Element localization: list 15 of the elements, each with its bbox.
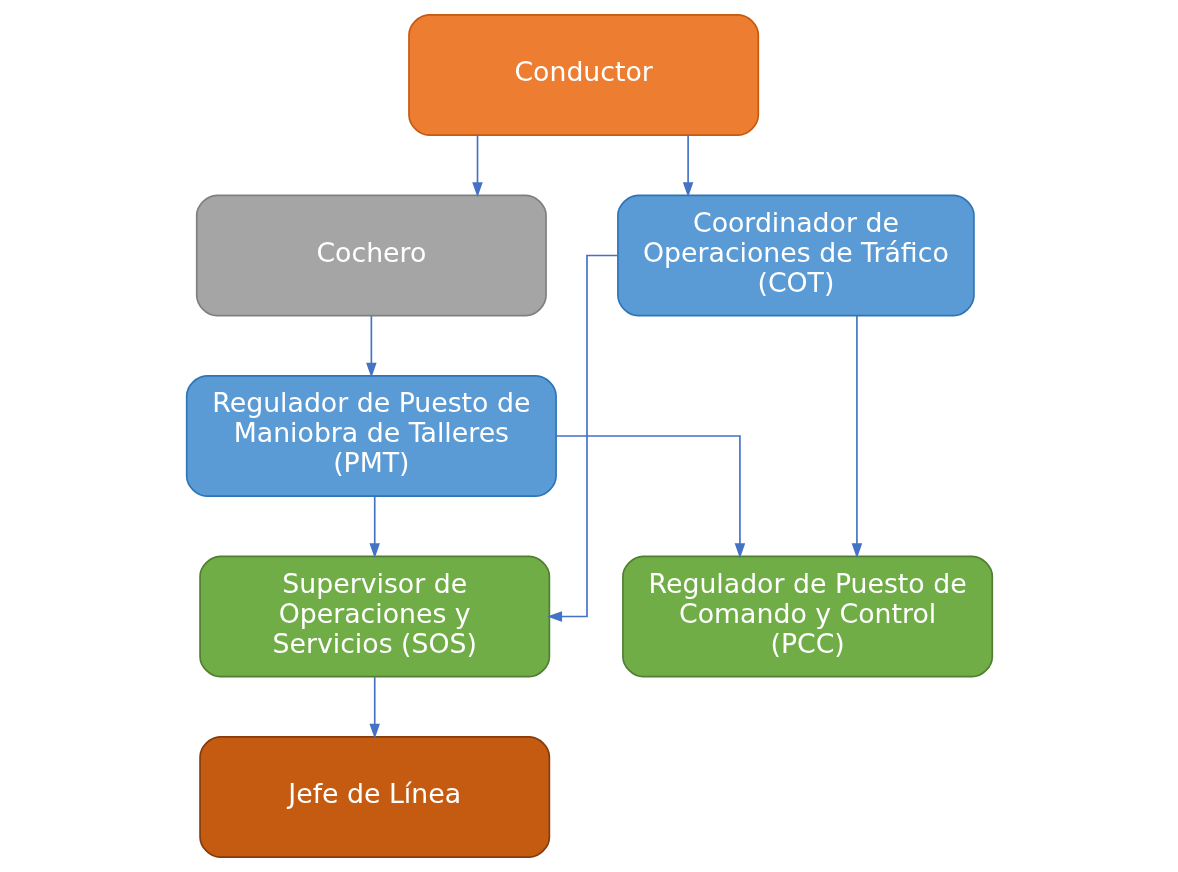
arrow (365, 315, 377, 378)
node-box: Cochero (195, 194, 547, 317)
node-box: Coordinador de Operaciones de Tráfico (COT) (616, 194, 975, 317)
arrow (851, 315, 862, 559)
arrow (554, 435, 745, 559)
node-box: Jefe de Línea (198, 736, 550, 859)
arrow (546, 254, 619, 622)
arrow (368, 676, 380, 739)
arrow (471, 134, 483, 198)
arrow (682, 134, 693, 198)
node-box: Supervisor de Operaciones y Servicios (SOS) (198, 555, 550, 678)
node-box: Regulador de Puesto de Maniobra de Talleres (PMT) (185, 375, 557, 497)
node-box: Conductor (407, 13, 759, 136)
node-box: Regulador de Puesto de Comando y Control (PCC) (621, 555, 993, 678)
arrow (368, 495, 380, 559)
